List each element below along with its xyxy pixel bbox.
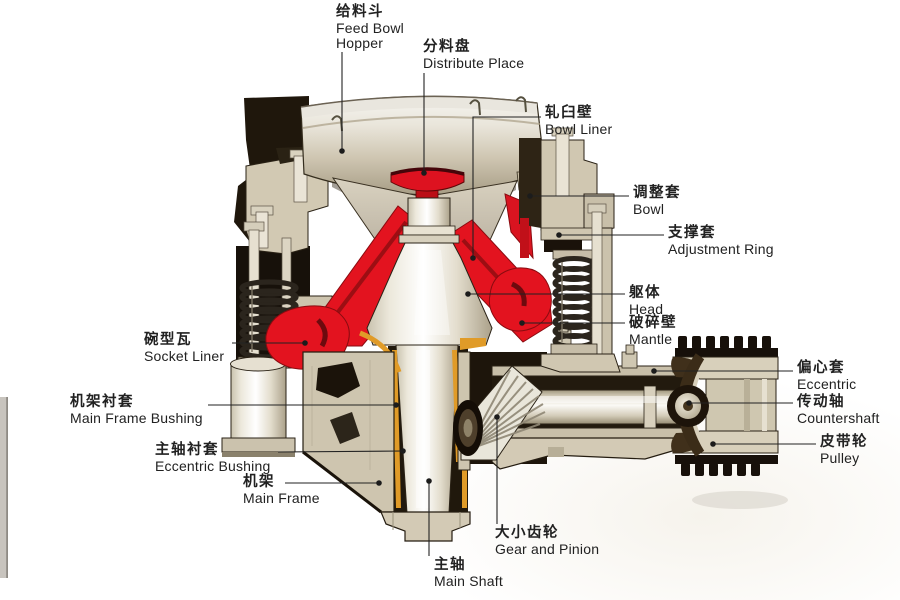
pulley-assembly xyxy=(667,336,788,509)
leader-dot-mantle xyxy=(519,320,525,326)
leader-dot-countershaft xyxy=(686,400,692,406)
leader-dot-feed-bowl-hopper xyxy=(339,148,345,154)
left-wall-strip xyxy=(0,397,8,578)
head-and-main-shaft xyxy=(366,197,493,535)
rim-hook xyxy=(331,115,343,132)
leader-dot-main-frame-bushing xyxy=(393,402,399,408)
pulley-shadow xyxy=(692,491,788,509)
leader-dot-bowl-liner xyxy=(470,255,476,261)
main-frame-body xyxy=(302,351,471,542)
leader-eccentric-bushing xyxy=(277,450,404,453)
leader-dot-bowl xyxy=(527,193,533,199)
leader-dot-distribute-place xyxy=(421,170,427,176)
leader-dot-head xyxy=(465,291,471,297)
leader-dot-pulley xyxy=(710,441,716,447)
leader-dot-main-shaft xyxy=(426,478,432,484)
leader-bowl-liner xyxy=(472,116,541,258)
leader-dot-adjustment-ring xyxy=(556,232,562,238)
right-upper-assembly xyxy=(519,127,621,373)
rim-hook xyxy=(469,99,481,116)
leader-dot-eccentric xyxy=(651,368,657,374)
leader-dot-main-frame xyxy=(376,480,382,486)
leader-dot-gear-and-pinion xyxy=(494,414,500,420)
left-foot-cylinder xyxy=(221,356,296,457)
rim-hook xyxy=(515,96,527,113)
leader-dot-eccentric-bushing xyxy=(400,448,406,454)
frame-bottom xyxy=(380,511,471,542)
leader-dot-socket-liner xyxy=(302,340,308,346)
